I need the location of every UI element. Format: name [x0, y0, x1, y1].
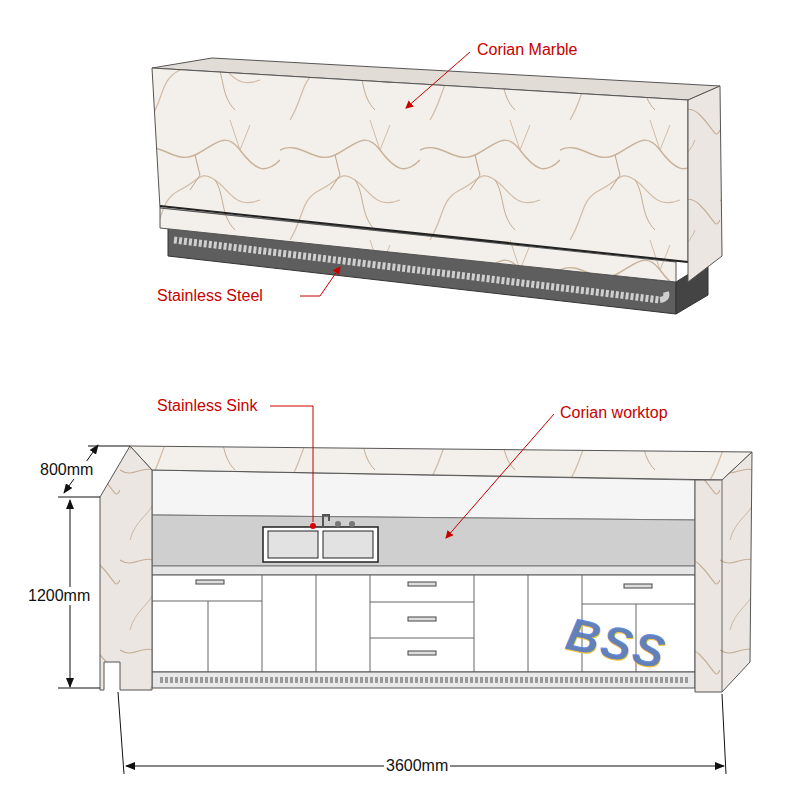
part-label: Stainless Sink — [157, 397, 258, 415]
part-label: Stainless Steel — [157, 287, 263, 305]
dimension-label: 800mm — [38, 461, 95, 479]
part-label: Corian Marble — [477, 41, 577, 59]
part-label: Corian worktop — [560, 404, 668, 422]
dimension-label: 3600mm — [384, 757, 450, 775]
dimension-label: 1200mm — [26, 587, 92, 605]
